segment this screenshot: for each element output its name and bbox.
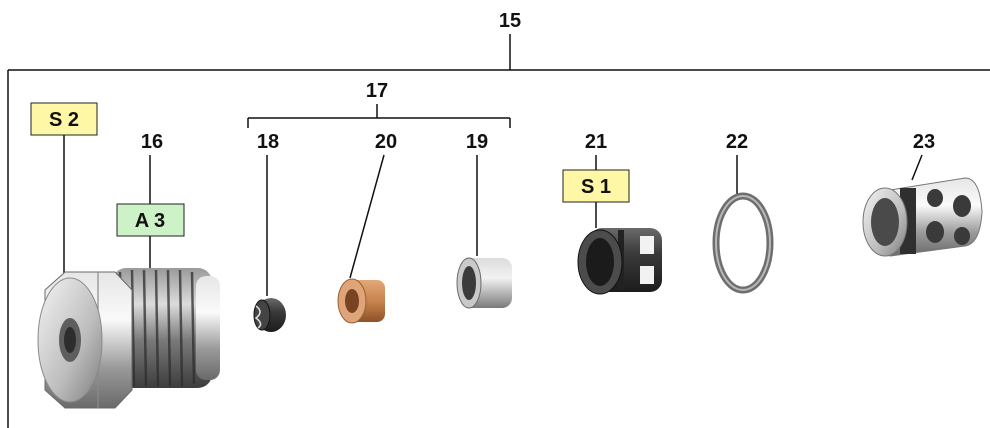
callout-16: 16 [141, 131, 163, 153]
callout-20: 20 [375, 131, 397, 153]
tag-s2-label: S 2 [49, 109, 79, 131]
part-18-spring [253, 298, 286, 332]
leader-23 [911, 154, 923, 181]
leader-20 [349, 154, 385, 279]
part-23-cage [862, 177, 983, 257]
tag-s2: S 2 [30, 102, 98, 136]
callout-22: 22 [726, 131, 748, 153]
callout-17: 17 [366, 80, 388, 102]
callout-19: 19 [466, 131, 488, 153]
callout-15: 15 [499, 10, 521, 32]
tag-a3: A 3 [116, 203, 185, 237]
part-20-bronze-bushing [337, 278, 385, 324]
callout-18: 18 [257, 131, 279, 153]
tag-s1-label: S 1 [581, 176, 611, 198]
tag-s1: S 1 [562, 169, 630, 203]
callout-21: 21 [585, 131, 607, 153]
part-21-seal [577, 228, 662, 295]
assembly-frame [7, 34, 990, 428]
kit-bracket [247, 104, 511, 128]
part-19-steel-sleeve [456, 257, 512, 309]
tag-a3-label: A 3 [135, 210, 165, 232]
part-16-hex-plug [37, 268, 220, 409]
part-22-o-ring [712, 192, 774, 294]
callout-23: 23 [913, 131, 935, 153]
